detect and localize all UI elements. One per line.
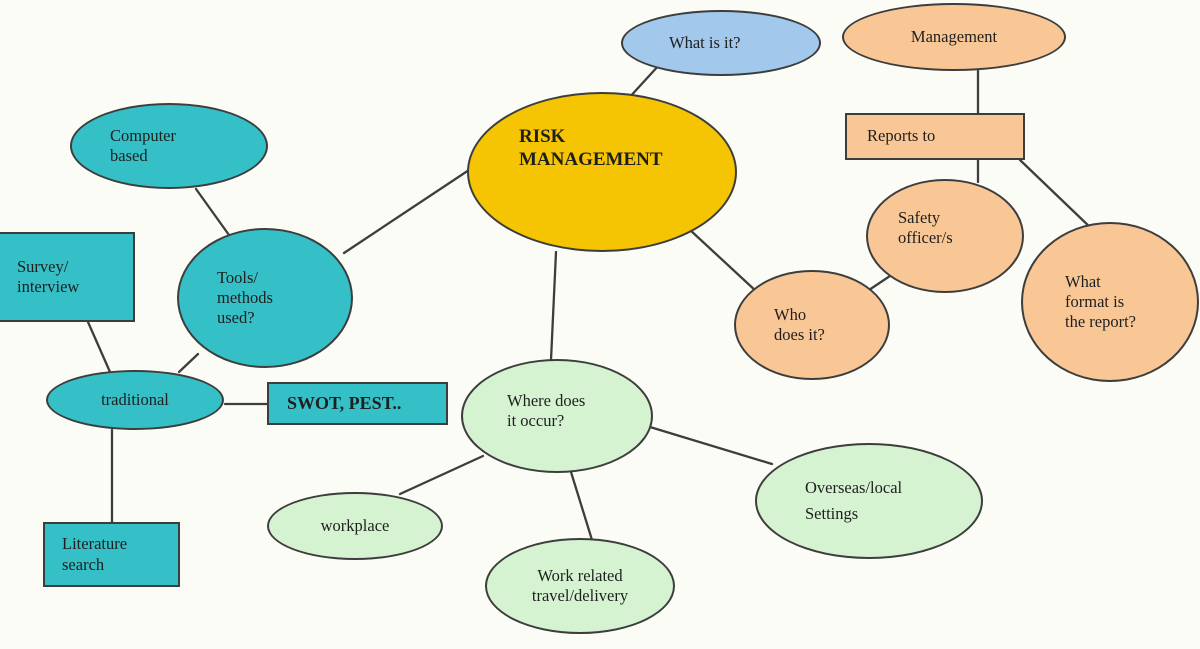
edge-reports-format [1018, 158, 1095, 232]
node-safety-officers[interactable]: Safety officer/s [866, 179, 1024, 293]
node-swot-pest[interactable]: SWOT, PEST.. [267, 382, 448, 425]
node-what-is-it[interactable]: What is it? [621, 10, 821, 76]
node-tools-methods-used[interactable]: Tools/ methods used? [177, 228, 353, 368]
edge-tools-traditional [177, 352, 200, 374]
node-what-format-report[interactable]: What format is the report? [1021, 222, 1199, 382]
edge-risk-whatisit [626, 62, 662, 101]
node-overseas-local-settings[interactable]: Overseas/local Settings [755, 443, 983, 559]
node-who-does-it[interactable]: Who does it? [734, 270, 890, 380]
node-management[interactable]: Management [842, 3, 1066, 71]
edge-computer-tools [194, 187, 231, 237]
edge-where-workrelated [569, 470, 594, 542]
edge-risk-who [687, 227, 759, 294]
node-workplace[interactable]: workplace [267, 492, 443, 560]
node-literature-search[interactable]: Literature search [43, 522, 180, 587]
edge-risk-tools [342, 168, 471, 255]
node-where-does-it-occur[interactable]: Where does it occur? [461, 359, 653, 473]
edge-where-overseas [648, 425, 774, 466]
node-survey-interview[interactable]: Survey/ interview [0, 232, 135, 322]
node-computer-based[interactable]: Computer based [70, 103, 268, 189]
node-risk-management[interactable]: RISK MANAGEMENT [467, 92, 737, 252]
node-reports-to[interactable]: Reports to [845, 113, 1025, 160]
edge-where-workplace [398, 454, 485, 496]
edge-risk-where [549, 250, 558, 362]
edge-survey-traditional [86, 320, 112, 374]
node-work-related-travel[interactable]: Work related travel/delivery [485, 538, 675, 634]
node-traditional[interactable]: traditional [46, 370, 224, 430]
